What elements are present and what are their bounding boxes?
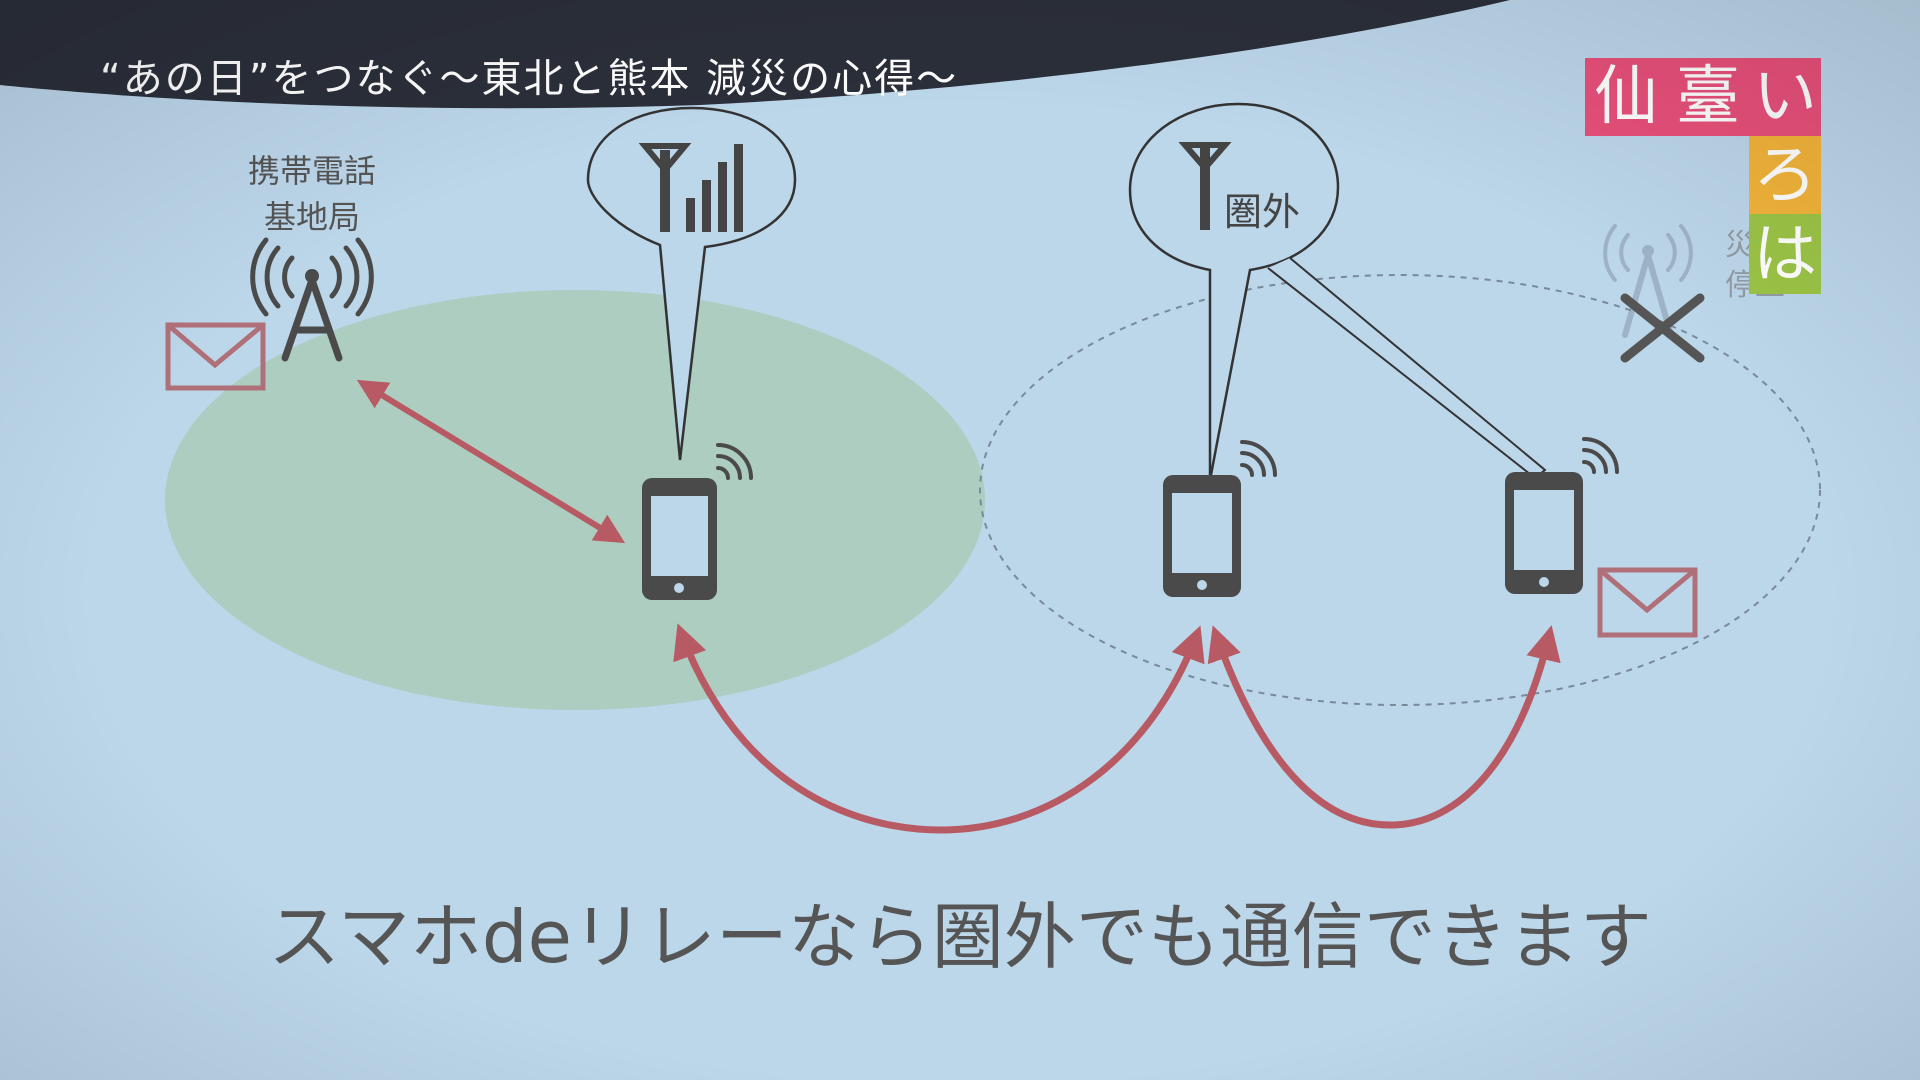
logo-char-1: 仙: [1594, 60, 1658, 134]
program-title: “あの日”をつなぐ〜東北と熊本 減災の心得〜: [100, 56, 958, 102]
logo-char-2: 臺: [1676, 60, 1740, 134]
logo-char-5: は: [1753, 218, 1817, 292]
logo-char-3: い: [1753, 60, 1817, 134]
base-station-label-line2: 基地局: [264, 198, 360, 236]
caption: スマホdeリレーなら圏外でも通信できます: [268, 895, 1652, 979]
base-station-label-line1: 携帯電話: [248, 152, 376, 190]
logo-char-4: ろ: [1753, 139, 1817, 213]
out-of-service-label: 圏外: [1224, 190, 1300, 234]
